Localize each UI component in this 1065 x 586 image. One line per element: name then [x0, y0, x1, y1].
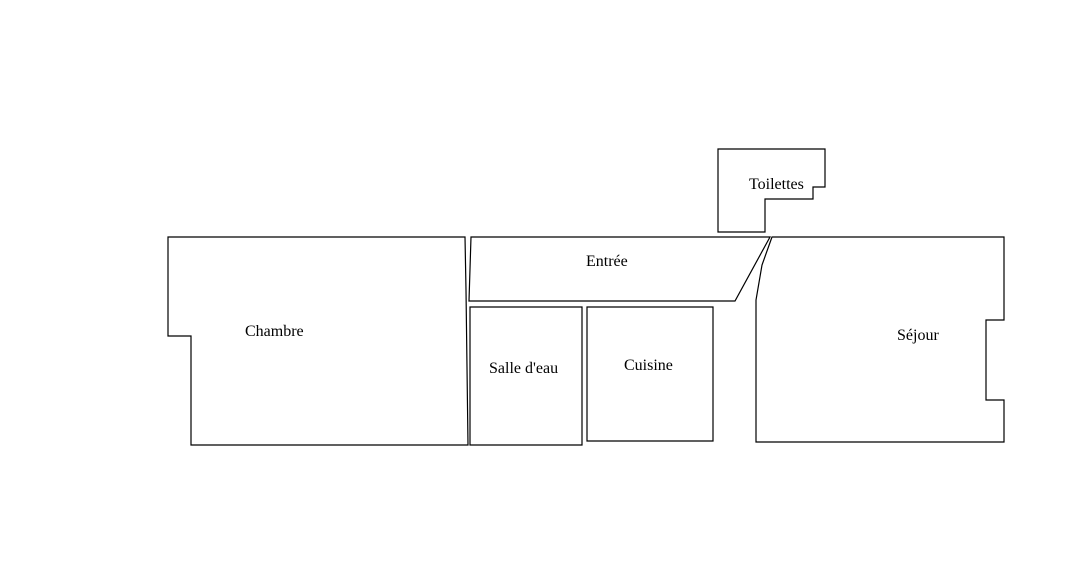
- toilettes-label: Toilettes: [749, 176, 804, 193]
- sejour-label: Séjour: [897, 327, 939, 344]
- entree-outline: [468, 236, 772, 302]
- room-salle-deau: Salle d'eau: [469, 306, 583, 446]
- cuisine-label: Cuisine: [624, 357, 673, 374]
- toilettes-outline: [717, 148, 826, 233]
- cuisine-outline: [586, 306, 714, 442]
- room-cuisine: Cuisine: [586, 306, 714, 442]
- entree-label: Entrée: [586, 253, 628, 270]
- room-chambre: Chambre: [167, 236, 469, 446]
- room-sejour: Séjour: [755, 236, 1005, 443]
- salle-deau-label: Salle d'eau: [489, 360, 558, 377]
- chambre-label: Chambre: [245, 323, 304, 340]
- sejour-outline: [755, 236, 1005, 443]
- room-toilettes: Toilettes: [717, 148, 826, 233]
- chambre-outline: [167, 236, 469, 446]
- salle-deau-outline: [469, 306, 583, 446]
- room-entree: Entrée: [468, 236, 772, 302]
